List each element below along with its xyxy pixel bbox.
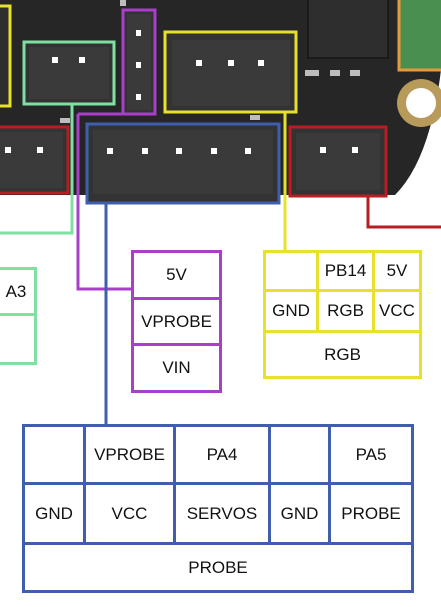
- yellow-cell-pb14: PB14: [319, 253, 375, 292]
- blue-cell-gnd2: GND: [271, 485, 331, 545]
- green-table-cell-empty: [0, 316, 34, 362]
- yellow-connector-left: [0, 4, 12, 108]
- blue-table: VPROBE PA4 PA5 GND VCC SERVOS GND PROBE …: [22, 424, 414, 593]
- purple-cell-vin: VIN: [162, 358, 191, 377]
- blue-cell-gnd: GND: [25, 485, 86, 545]
- yellow-cell-rgb: RGB: [319, 292, 375, 333]
- yellow-cell-5v: 5V: [375, 253, 419, 292]
- chip: [307, 0, 389, 59]
- yellow-cell-empty: [266, 253, 319, 292]
- orange-connector-frame: [397, 0, 441, 72]
- blue-cell-pa4: PA4: [176, 427, 271, 485]
- yellow-cell-gnd: GND: [266, 292, 319, 333]
- blue-cell-probe: PROBE: [331, 485, 411, 545]
- purple-cell-5v: 5V: [134, 253, 219, 300]
- blue-cell-servos: SERVOS: [176, 485, 271, 545]
- blue-cell-vcc: VCC: [86, 485, 176, 545]
- blue-cell-pa5: PA5: [331, 427, 411, 485]
- blue-footer-probe: PROBE: [188, 557, 248, 577]
- purple-table: 5V VPROBE VIN: [131, 250, 222, 393]
- yellow-footer-rgb: RGB: [324, 344, 361, 364]
- blue-cell-r1-empty: [25, 427, 86, 485]
- blue-cell-vprobe: VPROBE: [86, 427, 176, 485]
- board-image: [0, 0, 441, 205]
- green-table: A3: [0, 267, 37, 365]
- blue-cell-r1-empty2: [271, 427, 331, 485]
- green-table-cell-a3: A3: [0, 270, 34, 316]
- yellow-cell-vcc: VCC: [375, 292, 419, 333]
- purple-cell-vprobe: VPROBE: [134, 300, 219, 346]
- yellow-table: PB14 5V GND RGB VCC RGB: [263, 250, 422, 379]
